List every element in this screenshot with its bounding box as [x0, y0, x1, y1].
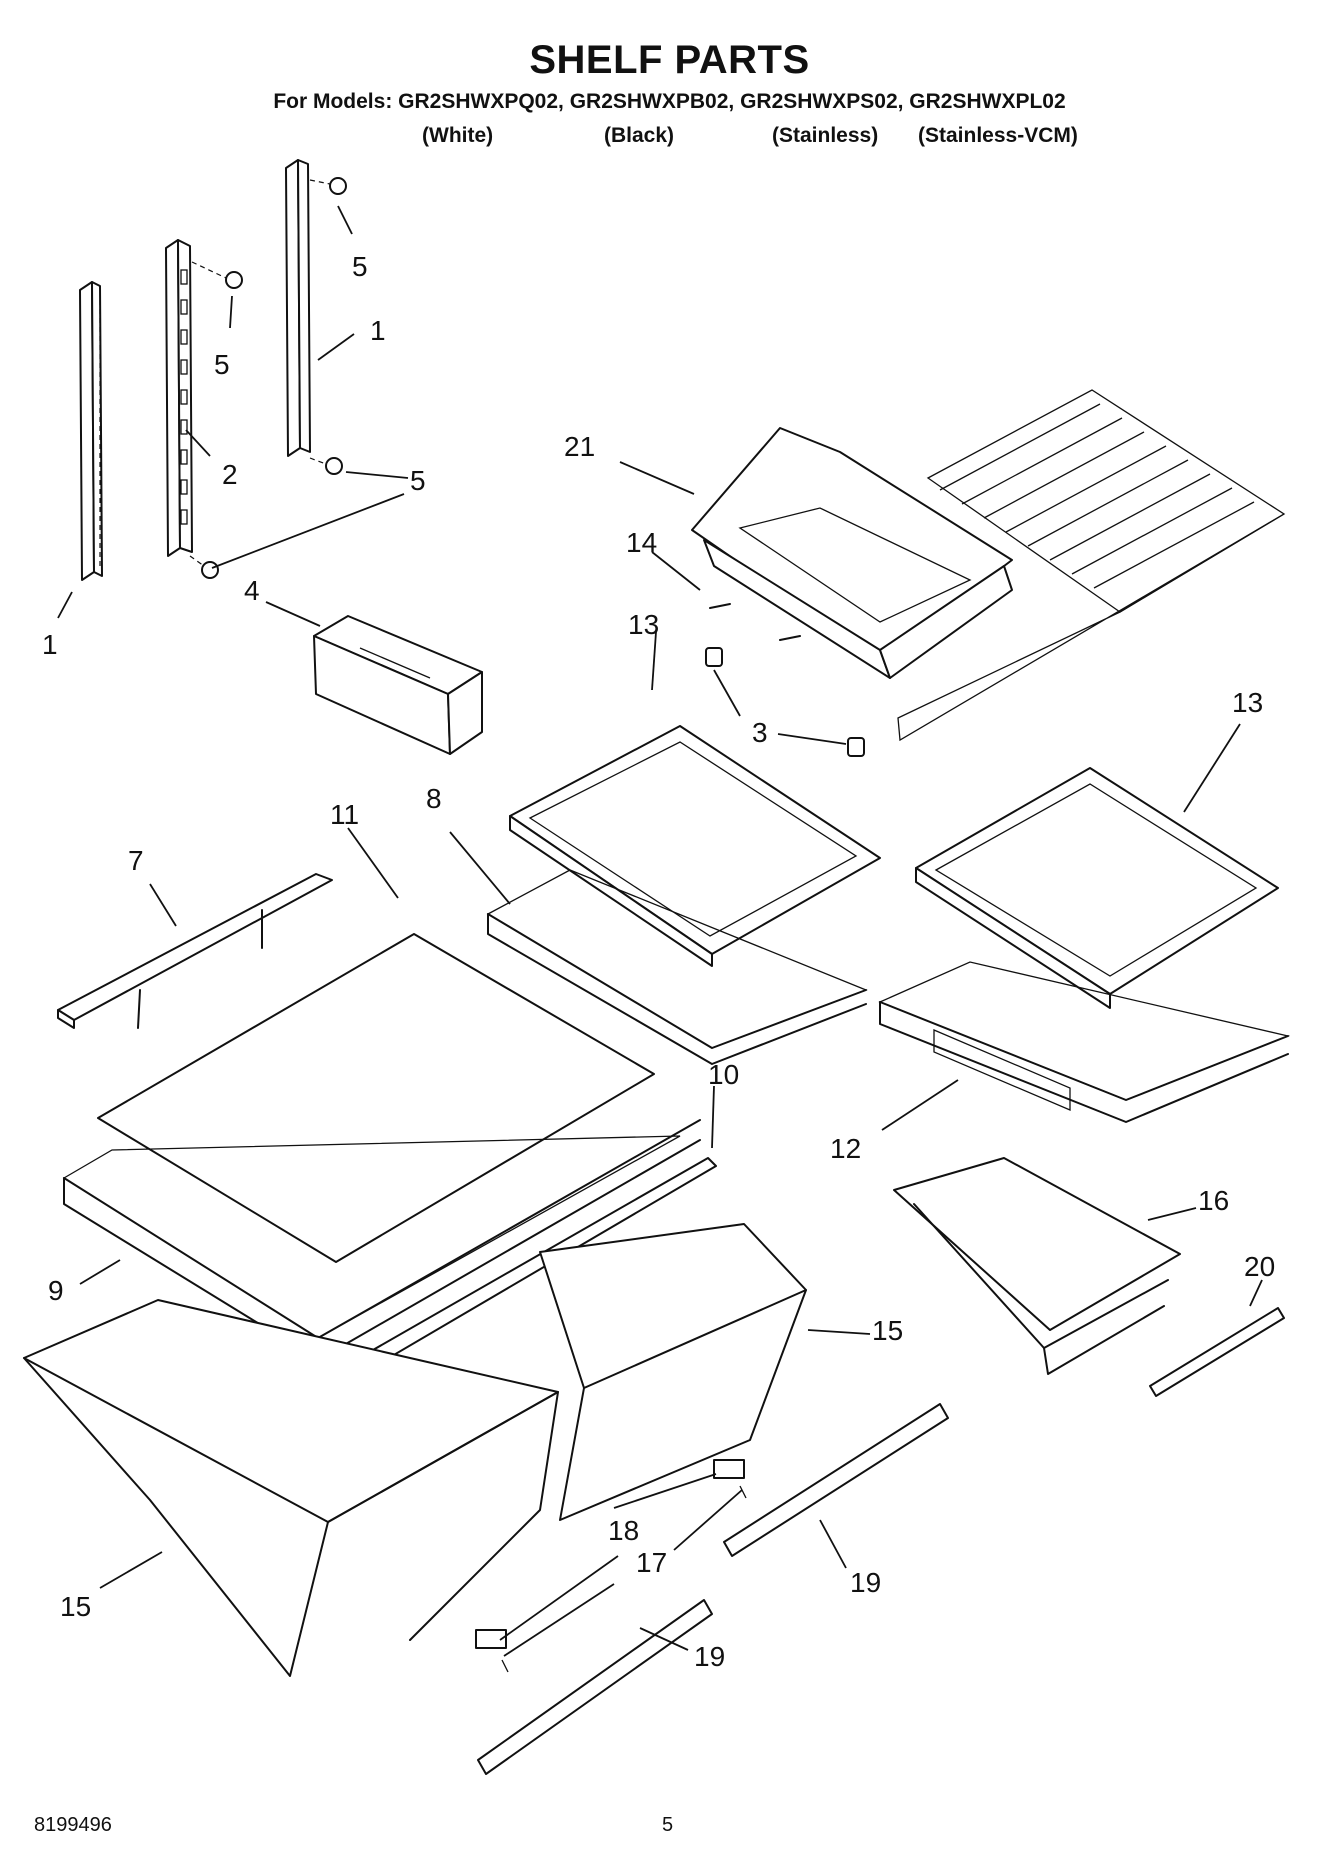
callout-3: 3	[752, 717, 768, 748]
callout-5-left: 5	[214, 349, 230, 380]
part-glass-shelf-large	[97, 933, 655, 1263]
part-meat-drawer	[893, 1157, 1181, 1375]
callout-7: 7	[128, 845, 144, 876]
screw-icon	[309, 457, 343, 475]
callout-17: 17	[636, 1547, 667, 1578]
callout-5-right: 5	[410, 465, 426, 496]
callout-13-center: 13	[628, 609, 659, 640]
callout-16: 16	[1198, 1185, 1229, 1216]
part-door-bin	[313, 615, 483, 755]
part-crisper-drawer-right	[539, 1223, 807, 1521]
callout-11: 11	[330, 799, 359, 830]
part-drawer-trim-strip	[1149, 1307, 1285, 1397]
part-shelf-rail-right	[285, 159, 311, 457]
callout-8: 8	[426, 783, 442, 814]
callout-19-right: 19	[850, 1567, 881, 1598]
part-shelf-stud	[705, 603, 865, 757]
callout-15-right: 15	[872, 1315, 903, 1346]
page-number: 5	[662, 1814, 674, 1836]
callout-1-top: 1	[370, 315, 386, 346]
part-glass-shelf-center	[509, 725, 881, 967]
part-trim-strip	[477, 1403, 949, 1775]
callout-15-left: 15	[60, 1591, 91, 1622]
models-line: For Models: GR2SHWXPQ02, GR2SHWXPB02, GR…	[273, 90, 1066, 113]
leader-lines	[57, 205, 1263, 1657]
part-deli-drawer	[691, 427, 1013, 679]
callout-12: 12	[830, 1133, 861, 1164]
screw-icon	[191, 261, 243, 289]
variant-stainless-vcm: (Stainless-VCM)	[918, 124, 1078, 147]
part-shelf-frame-center	[486, 869, 868, 1065]
part-wire-shelf	[897, 389, 1286, 742]
callout-2: 2	[222, 459, 238, 490]
part-shelf-bracket	[57, 873, 333, 1029]
callout-4: 4	[244, 575, 260, 606]
document-number: 8199496	[34, 1814, 112, 1836]
callout-18: 18	[608, 1515, 639, 1546]
page-title: SHELF PARTS	[529, 38, 810, 82]
part-shelf-frame-right	[878, 961, 1291, 1123]
callout-21: 21	[564, 431, 595, 462]
callout-19-left: 19	[694, 1641, 725, 1672]
part-drawer-clip	[475, 1459, 747, 1673]
part-shelf-rail-center	[165, 239, 193, 557]
callout-5-top: 5	[352, 251, 368, 282]
part-shelf-rail-left	[79, 281, 103, 581]
variant-white: (White)	[422, 124, 494, 147]
screw-icon	[189, 555, 219, 579]
callout-9: 9	[48, 1275, 64, 1306]
part-crisper-drawer-left	[23, 1299, 559, 1677]
callout-1-left: 1	[42, 629, 58, 660]
callout-14: 14	[626, 527, 657, 558]
callout-20: 20	[1244, 1251, 1275, 1282]
part-glass-shelf-right	[915, 767, 1279, 1009]
callout-10: 10	[708, 1059, 739, 1090]
variant-stainless: (Stainless)	[772, 124, 879, 147]
callout-13-right: 13	[1232, 687, 1263, 718]
variant-black: (Black)	[604, 124, 675, 147]
screw-icon	[309, 177, 347, 195]
